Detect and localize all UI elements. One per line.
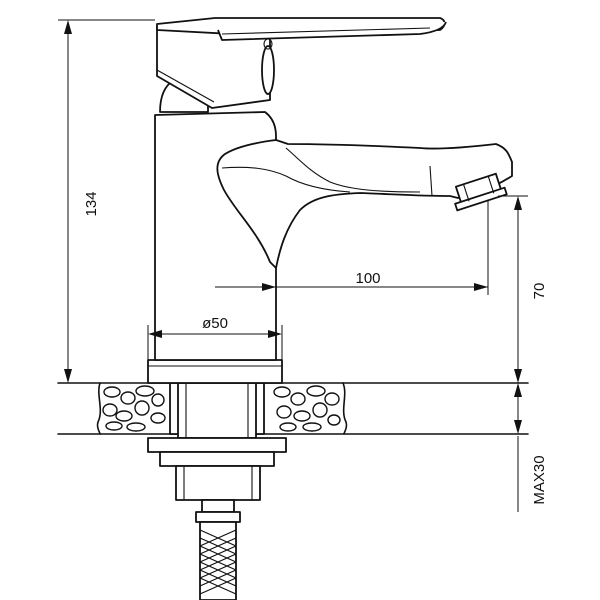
supply-hose [195, 499, 241, 600]
dimension-base-diameter: ø50 [147, 315, 283, 360]
countertop-section [57, 382, 529, 435]
base-flange [147, 359, 283, 384]
stone-texture-right [273, 385, 341, 432]
spout-aerator [454, 172, 508, 212]
dimension-max-deck: MAX30 [514, 383, 548, 512]
stone-texture-left [102, 385, 166, 432]
dimension-spout-reach: 100 [215, 200, 489, 295]
faucet-spout [216, 139, 513, 269]
dimension-label-total-height: 134 [83, 191, 100, 216]
dimension-label-base-diameter: ø50 [202, 315, 228, 332]
handle-assembly [156, 17, 447, 113]
dimension-label-spout-height: 70 [531, 283, 548, 300]
dimension-total-height: 134 [58, 19, 155, 383]
dimension-label-max-deck: MAX30 [531, 455, 548, 504]
dimension-label-spout-reach: 100 [355, 270, 380, 287]
mounting-shank [147, 382, 287, 501]
dimension-spout-height: 70 [498, 195, 548, 383]
